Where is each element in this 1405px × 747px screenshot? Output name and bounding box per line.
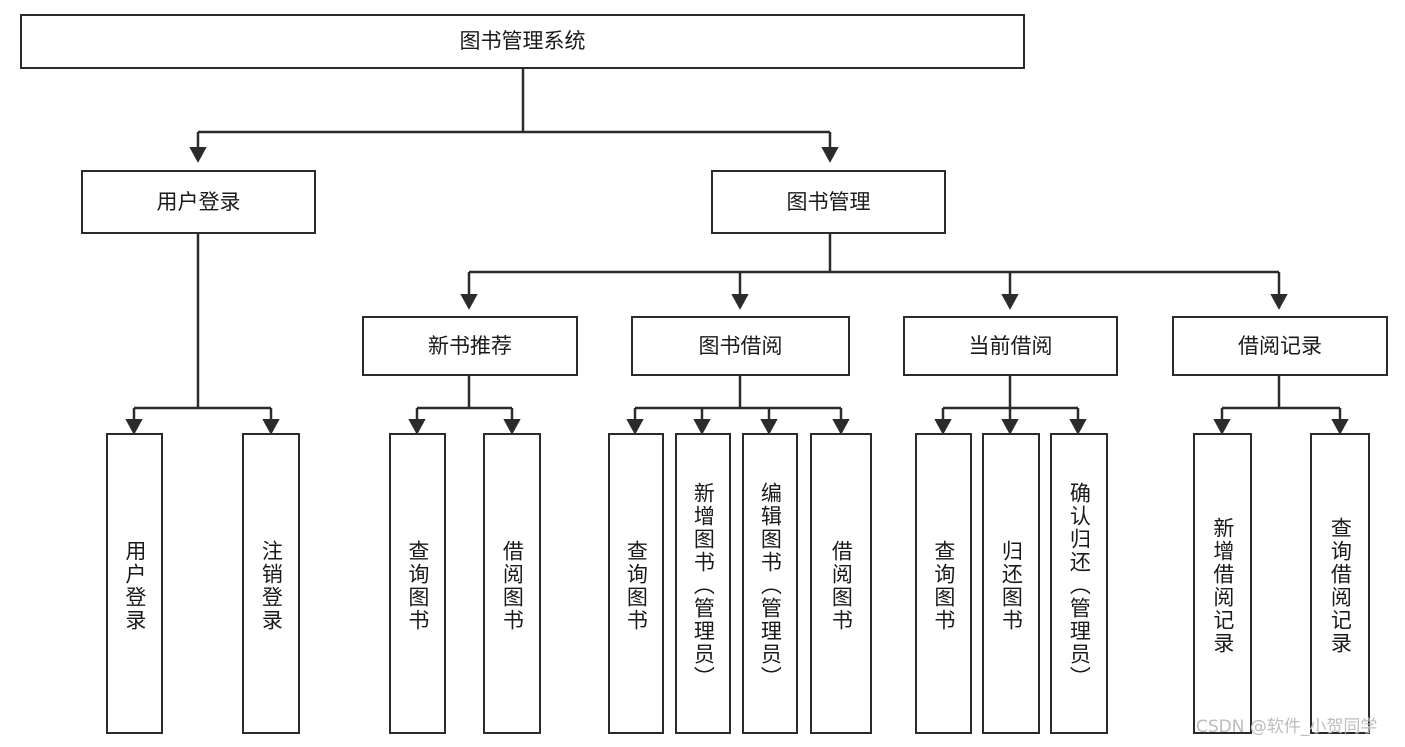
node-root-label: 图书管理系统 xyxy=(459,29,586,54)
node-borrow-record-label: 借阅记录 xyxy=(1238,333,1322,358)
node-leaf-new-book-rec-2-label: 借阅图书 xyxy=(500,539,525,632)
node-root[interactable]: 图书管理系统 xyxy=(20,14,1025,69)
node-book-manage[interactable]: 图书管理 xyxy=(711,170,946,234)
node-user-login-label: 用户登录 xyxy=(156,189,241,214)
node-leaf-current-borrow-3-label: 确认归还（管理员） xyxy=(1067,482,1092,689)
node-new-book-rec-label: 新书推荐 xyxy=(428,333,512,358)
node-leaf-book-borrow-2[interactable]: 新增图书（管理员） xyxy=(675,433,731,734)
node-leaf-current-borrow-3[interactable]: 确认归还（管理员） xyxy=(1050,433,1108,734)
node-book-borrow-label: 图书借阅 xyxy=(698,333,783,358)
csdn-watermark: CSDN @软件_小贺同学 xyxy=(1196,717,1378,737)
node-leaf-borrow-record-2-label: 查询借阅记录 xyxy=(1328,516,1353,655)
node-leaf-book-borrow-1[interactable]: 查询图书 xyxy=(608,433,664,734)
node-leaf-book-borrow-4-label: 借阅图书 xyxy=(829,539,854,632)
node-leaf-book-borrow-4[interactable]: 借阅图书 xyxy=(810,433,872,734)
node-current-borrow[interactable]: 当前借阅 xyxy=(903,316,1118,376)
node-user-login[interactable]: 用户登录 xyxy=(81,170,316,234)
node-new-book-rec[interactable]: 新书推荐 xyxy=(362,316,578,376)
node-leaf-user-login-1[interactable]: 用户登录 xyxy=(106,433,163,734)
node-leaf-book-borrow-3[interactable]: 编辑图书（管理员） xyxy=(742,433,798,734)
node-leaf-new-book-rec-1[interactable]: 查询图书 xyxy=(389,433,446,734)
node-leaf-new-book-rec-2[interactable]: 借阅图书 xyxy=(483,433,541,734)
node-leaf-user-login-1-label: 用户登录 xyxy=(122,539,147,632)
node-leaf-book-borrow-2-label: 新增图书（管理员） xyxy=(691,482,716,689)
node-leaf-current-borrow-2-label: 归还图书 xyxy=(999,539,1024,632)
node-leaf-borrow-record-1-label: 新增借阅记录 xyxy=(1210,516,1235,655)
node-book-borrow[interactable]: 图书借阅 xyxy=(631,316,850,376)
node-leaf-borrow-record-2[interactable]: 查询借阅记录 xyxy=(1310,433,1370,734)
node-leaf-book-borrow-3-label: 编辑图书（管理员） xyxy=(758,482,783,689)
node-book-manage-label: 图书管理 xyxy=(786,189,871,214)
node-leaf-current-borrow-2[interactable]: 归还图书 xyxy=(982,433,1040,734)
node-leaf-current-borrow-1-label: 查询图书 xyxy=(931,539,956,632)
node-leaf-new-book-rec-1-label: 查询图书 xyxy=(405,539,430,632)
node-borrow-record[interactable]: 借阅记录 xyxy=(1172,316,1388,376)
node-leaf-book-borrow-1-label: 查询图书 xyxy=(624,539,649,632)
node-current-borrow-label: 当前借阅 xyxy=(968,333,1053,358)
node-leaf-current-borrow-1[interactable]: 查询图书 xyxy=(915,433,972,734)
node-leaf-user-login-2[interactable]: 注销登录 xyxy=(242,433,300,734)
node-leaf-user-login-2-label: 注销登录 xyxy=(259,539,284,632)
node-leaf-borrow-record-1[interactable]: 新增借阅记录 xyxy=(1193,433,1252,734)
